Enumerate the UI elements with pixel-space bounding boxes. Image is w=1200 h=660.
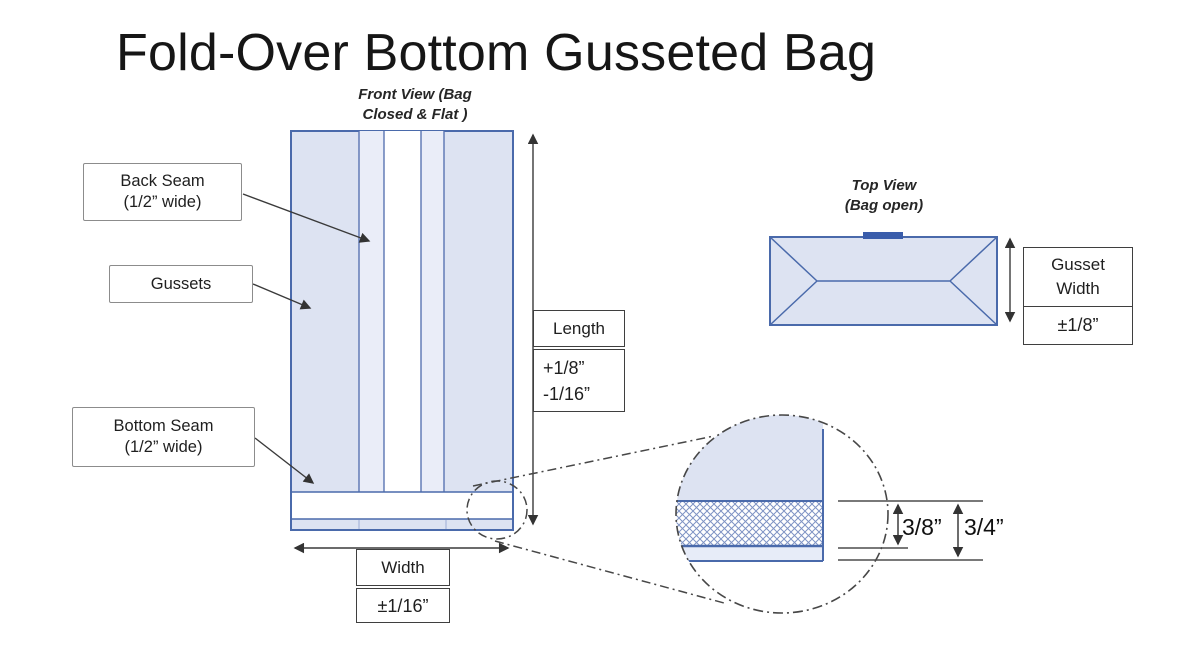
front-view-caption-line2: Closed & Flat ) xyxy=(362,106,468,123)
top-view-caption-line1: Top View xyxy=(851,177,917,194)
gusset-width-tolerance: ±1/8” xyxy=(1057,315,1099,335)
bottom-strip-ticks xyxy=(358,520,447,529)
top-view-caption-line2: (Bag open) xyxy=(844,197,924,214)
bottom-seam-label-line1: Bottom Seam xyxy=(113,417,214,435)
top-view-outline xyxy=(769,236,998,326)
detail-bag-fill xyxy=(676,415,823,501)
width-tolerance: ±1/16” xyxy=(377,595,429,616)
front-view-caption: Front View (Bag Closed & Flat ) xyxy=(340,85,490,125)
bag-gusset-fold-left xyxy=(359,131,384,492)
bag-bottom-seam-band xyxy=(292,492,512,519)
gusset-width-label-line1: Gusset xyxy=(1051,255,1105,274)
top-view-back-seam-bar xyxy=(863,232,903,239)
length-tolerance-box: +1/8” -1/16” xyxy=(533,349,625,412)
bag-panel-lines xyxy=(358,131,445,492)
detail-tangent-line-bottom xyxy=(494,540,725,604)
detail-seam-crosshatch xyxy=(676,501,823,546)
top-view-gusset-folds xyxy=(769,236,998,326)
bag-gusset-fold-right xyxy=(421,131,444,492)
bag-front-view xyxy=(290,130,514,531)
detail-fold-strip xyxy=(676,546,823,561)
bottom-seam-leader-arrow xyxy=(254,437,315,484)
back-seam-leader-arrow xyxy=(242,193,371,243)
back-seam-label-line1: Back Seam xyxy=(120,172,205,190)
width-label: Width xyxy=(381,557,425,577)
width-label-box: Width xyxy=(356,549,450,586)
length-tolerance-plus: +1/8” xyxy=(543,357,585,378)
gusset-width-tolerance-box: ±1/8” xyxy=(1023,305,1133,345)
width-tolerance-box: ±1/16” xyxy=(356,588,450,623)
page-title: Fold-Over Bottom Gusseted Bag xyxy=(116,24,877,82)
bag-center-strip xyxy=(384,131,421,492)
back-seam-label-line2: (1/2” wide) xyxy=(123,193,202,211)
gussets-label: Gussets xyxy=(150,274,212,293)
callout-bottom-seam: Bottom Seam (1/2” wide) xyxy=(72,407,255,467)
bag-top-view xyxy=(769,232,998,326)
bottom-seam-label-line2: (1/2” wide) xyxy=(124,438,203,456)
top-view-caption: Top View (Bag open) xyxy=(814,176,954,216)
front-view-caption-line1: Front View (Bag xyxy=(358,86,472,103)
detail-magnified-view xyxy=(676,415,824,562)
detail-zoom-circle xyxy=(675,414,889,614)
gusset-width-label-line2: Width xyxy=(1056,279,1100,298)
length-tolerance-minus: -1/16” xyxy=(543,383,591,404)
length-label-box: Length xyxy=(533,310,625,347)
seam-height-label: 3/8” xyxy=(902,514,942,540)
length-label: Length xyxy=(553,318,605,338)
callout-gussets: Gussets xyxy=(109,265,253,303)
fold-height-label: 3/4” xyxy=(964,514,1004,540)
detail-tangent-line-top xyxy=(472,435,715,487)
callout-back-seam: Back Seam (1/2” wide) xyxy=(83,163,242,221)
gussets-leader-arrow xyxy=(252,283,312,310)
gusset-width-label-box: Gusset Width xyxy=(1023,247,1133,307)
